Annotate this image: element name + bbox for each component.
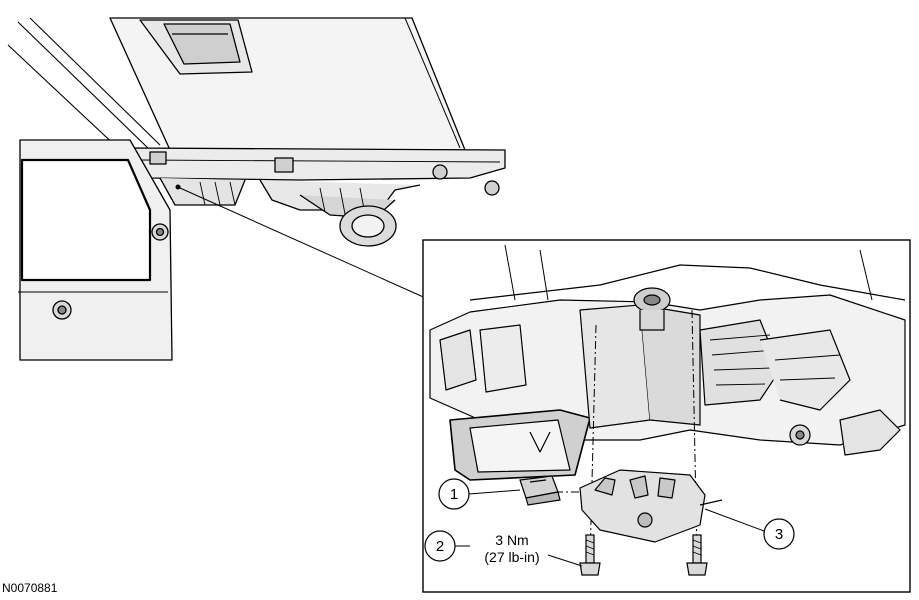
callout-3: 3 [704,508,795,550]
electrical-connector [519,475,561,506]
callout-1-circle [438,478,470,510]
callout-1-number: 1 [450,486,458,503]
screw-icon [52,300,72,320]
callout-3-circle [763,518,795,550]
callout-1: 1 [438,478,521,510]
callout-2-number: 2 [436,538,444,555]
overhead-lamp-icon [139,19,253,75]
detail-inset: 1 3 2 3 Nm (27 lb-in) [422,239,911,593]
mount-boss [789,424,811,446]
torque-spec-imperial: (27 lb-in) [484,549,539,565]
hvac-housing-drawing [429,244,906,481]
actuator-knob [633,287,671,331]
figure-id: N0070881 [2,581,58,595]
instrument-panel-overview [7,17,506,361]
screw-icon [151,223,169,241]
torque-spec-metric: 3 Nm [495,532,528,548]
bolt-icon [579,534,601,576]
bolt-icon [686,534,708,576]
detail-leader-line [179,187,431,301]
actuator-motor [579,469,723,543]
duct-outlet [449,409,591,481]
wheel-icon [339,205,397,247]
callout-2: 2 3 Nm (27 lb-in) [424,530,583,567]
callout-3-number: 3 [775,526,783,543]
